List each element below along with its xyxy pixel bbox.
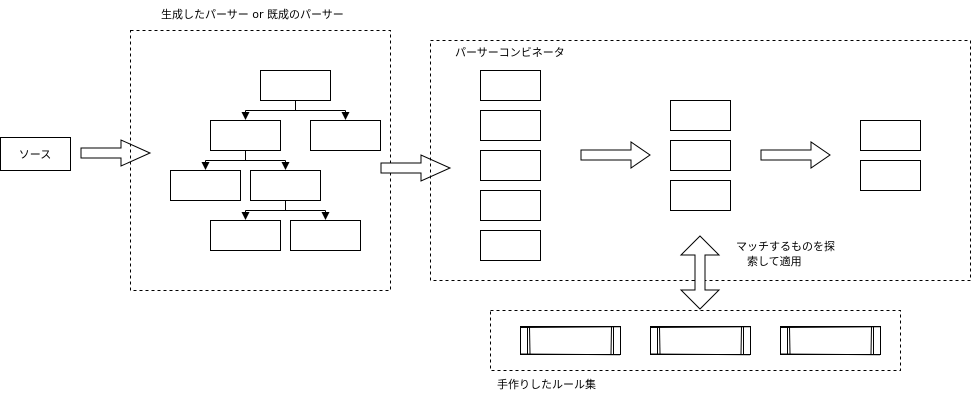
tree-connectors [201, 100, 350, 220]
tree-node-l1-right [310, 120, 381, 151]
source-box [0, 137, 71, 171]
tree-node-l2-left [170, 170, 241, 201]
combinator-col2-box-1 [670, 100, 731, 131]
combinator-col3-box-2 [860, 160, 921, 191]
combinator-col1-box-5 [480, 230, 541, 261]
combinator-col1-box-3 [480, 150, 541, 181]
rule-bar-2 [650, 326, 751, 356]
combinator-col1-box-1 [480, 70, 541, 101]
combinator-col3-box-1 [860, 120, 921, 151]
source-label: ソース [18, 147, 52, 161]
tree-node-l3-left [210, 220, 281, 251]
block-arrow-col2-to-col3 [760, 141, 831, 169]
combinator-group-label: パーサーコンビネータ [455, 46, 565, 59]
parser-group-container [130, 30, 391, 291]
combinator-col1-box-4 [480, 190, 541, 221]
block-arrow-parser-to-combinator [380, 154, 452, 182]
tree-node-root [260, 70, 331, 101]
rule-bar-1 [520, 326, 621, 356]
rules-group-label: 手作りしたルール集 [497, 378, 596, 391]
parser-group-label: 生成したパーサー or 既成のパーサー [161, 8, 344, 21]
combinator-col2-box-3 [670, 180, 731, 211]
tree-node-l1-left [210, 120, 281, 151]
tree-node-l3-right [290, 220, 361, 251]
search-apply-label-line2: 索して適用 [747, 255, 802, 268]
combinator-col1-box-2 [480, 110, 541, 141]
tree-node-l2-right [250, 170, 321, 201]
rule-bar-3 [780, 326, 881, 356]
block-arrow-col1-to-col2 [580, 141, 651, 169]
rules-group-container [490, 310, 901, 371]
double-arrow-search-apply [679, 235, 721, 310]
block-arrow-source-to-parser [80, 139, 152, 167]
search-apply-label-line1: マッチするものを探 [736, 240, 835, 253]
combinator-col2-box-2 [670, 140, 731, 171]
